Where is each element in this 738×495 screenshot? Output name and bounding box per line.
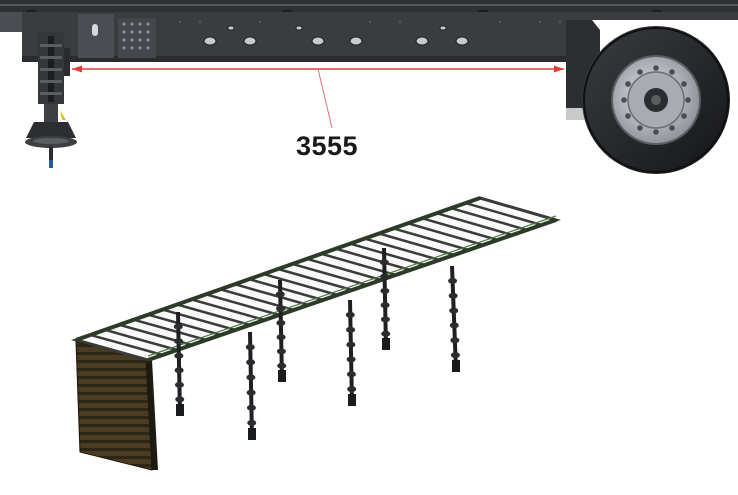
landing-gear (25, 32, 77, 168)
stake (345, 299, 357, 406)
bracket-plate (78, 14, 114, 58)
stake (379, 247, 391, 350)
landing-foot (26, 122, 76, 138)
slat-bar (292, 262, 367, 287)
slat-bar (277, 267, 353, 292)
end-plate (0, 12, 22, 32)
slat-bar (465, 201, 542, 227)
trailer-chassis (0, 0, 738, 62)
lightening-holes (203, 25, 469, 46)
rivets (179, 21, 561, 23)
stake (448, 265, 460, 372)
rear-wheel (566, 20, 730, 174)
slat-bar (162, 308, 236, 332)
dimension-arrow-right (554, 65, 564, 73)
slat-bar (90, 333, 163, 357)
rail-back (75, 196, 481, 342)
hanging-stakes (173, 247, 460, 440)
slat-bar (450, 206, 528, 232)
slat-bars (75, 196, 557, 362)
stake (245, 331, 257, 440)
slat-bar (75, 338, 149, 362)
slat-bar (104, 328, 178, 352)
slat-bar (191, 298, 265, 322)
chassis-beam-bottom (22, 56, 572, 62)
dimension-arrow-left (72, 65, 82, 73)
slat-bar (407, 222, 484, 247)
dimension-callout (72, 65, 564, 129)
slat-bar (176, 303, 251, 327)
end-panel (75, 341, 153, 471)
slat-bar (349, 242, 426, 267)
slat-bar (393, 227, 469, 252)
slat-bar (479, 196, 557, 222)
slat-bar (436, 212, 513, 237)
slat-bar (378, 232, 455, 257)
stake (275, 279, 287, 382)
rail-front (147, 218, 557, 362)
dimension-label: 3555 (296, 131, 359, 161)
slat-bar (248, 277, 324, 302)
rack-assembly (70, 196, 561, 471)
leader-line (317, 68, 333, 129)
slat-bar (306, 257, 382, 282)
slat-bar (147, 313, 222, 337)
wheel-nuts (621, 65, 691, 135)
slat-bar (133, 318, 207, 342)
slat-bar (421, 217, 499, 242)
stake (173, 311, 185, 416)
chassis-beam (0, 12, 738, 62)
slat-bar (364, 237, 440, 262)
slat-bar (234, 283, 309, 307)
top-rail-highlight (0, 4, 738, 6)
slat-bar (263, 272, 338, 297)
slat-bar (335, 247, 411, 272)
slat-bar (205, 293, 280, 317)
